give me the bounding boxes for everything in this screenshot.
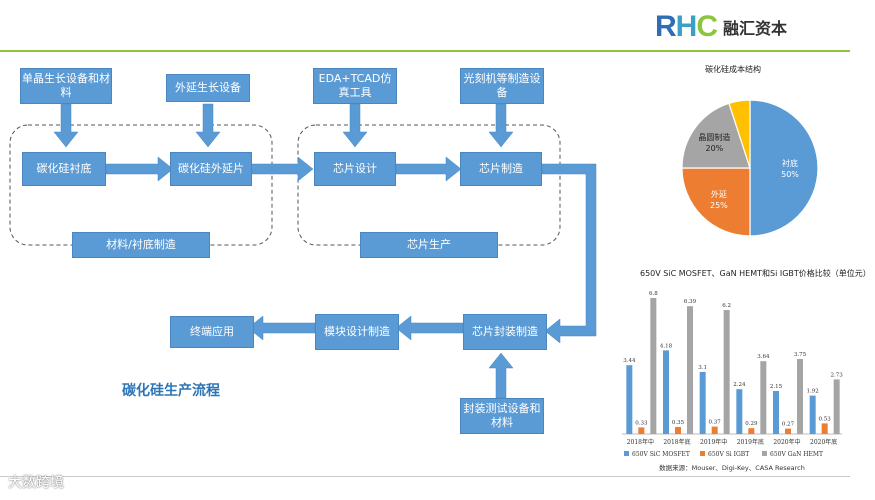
data-source-note: 数据来源：Mouser、Digi-Key、CASA Research	[659, 463, 805, 472]
arrow-down-4	[488, 103, 514, 148]
bar-2-4	[797, 359, 803, 434]
bar-value-label: 6.2	[722, 303, 731, 309]
arrow-down-3	[342, 103, 368, 148]
legend-swatch-0	[624, 451, 629, 456]
pie-title: 碳化硅成本结构	[705, 65, 761, 74]
group-label-chip: 芯片生产	[360, 232, 498, 258]
box-litho: 光刻机等制造设备	[460, 68, 544, 104]
pie-pct-2: 20%	[706, 144, 724, 153]
bar-1-0	[638, 427, 645, 434]
bar-2-3	[760, 361, 767, 434]
bar-0-1	[663, 350, 669, 434]
legend-label-1: 650V Si IGBT	[708, 451, 749, 458]
legend-label-2: 650V GaN HEMT	[770, 451, 823, 458]
footer-divider	[0, 476, 850, 477]
bar-value-label: 3.1	[698, 365, 707, 371]
bar-1-4	[785, 428, 791, 434]
bar-value-label: 0.53	[819, 416, 832, 422]
bar-0-2	[699, 372, 706, 434]
legend-swatch-2	[762, 451, 767, 456]
arrow-right-3	[395, 156, 462, 182]
bar-category-label: 2020年中	[773, 438, 800, 446]
bar-1-5	[821, 423, 828, 434]
bar-2-5	[833, 379, 840, 434]
box-module: 模块设计制造	[315, 314, 399, 350]
bar-value-label: 6.39	[684, 299, 697, 305]
bar-value-label: 2.73	[831, 372, 844, 378]
box-epi-equipment: 外延生长设备	[166, 74, 250, 102]
pie-label-0: 衬底	[782, 158, 798, 168]
bar-value-label: 2.24	[733, 382, 746, 388]
bar-chart-title: 650V SiC MOSFET、GaN HEMT和Si IGBT价格比较（单位元…	[640, 269, 871, 278]
bar-value-label: 3.64	[757, 354, 770, 360]
pie-pct-3: 5%	[704, 88, 717, 90]
bar-2-2	[723, 310, 730, 434]
box-chip-design: 芯片设计	[314, 152, 396, 186]
bar-value-label: 1.92	[807, 389, 819, 395]
box-epi-wafer: 碳化硅外延片	[170, 152, 252, 186]
bar-value-label: 4.18	[660, 343, 673, 349]
legend-swatch-1	[700, 451, 705, 456]
arrow-down-2	[195, 103, 221, 148]
pie-slice-0	[749, 99, 819, 237]
pie-slice-3	[728, 99, 751, 169]
bar-0-0	[626, 365, 633, 434]
bar-2-0	[650, 298, 657, 434]
logo-mark: RHC	[655, 10, 718, 43]
bar-value-label: 0.33	[635, 420, 648, 426]
bar-category-label: 2019年中	[700, 438, 727, 446]
bar-0-4	[773, 391, 779, 434]
arrow-down-1	[53, 103, 79, 148]
bar-0-3	[736, 389, 743, 434]
pie-slice-2	[681, 102, 751, 169]
box-terminal: 终端应用	[170, 316, 254, 348]
arrow-right-1	[105, 156, 174, 182]
arrow-right-2	[249, 156, 314, 182]
pie-label-1: 外延	[711, 189, 727, 199]
flow-title: 碳化硅生产流程	[122, 383, 220, 399]
bar-0-5	[809, 395, 816, 434]
box-eda: EDA+TCAD仿真工具	[313, 68, 397, 104]
logo-name: 融汇资本	[723, 19, 788, 38]
box-single-crystal: 单晶生长设备和材料	[20, 68, 112, 104]
watermark: 大数跨境	[8, 475, 64, 491]
pie-pct-1: 25%	[710, 201, 728, 210]
box-packaging: 芯片封装制造	[463, 314, 547, 350]
arrow-elbow	[541, 163, 597, 344]
box-chip-mfg: 芯片制造	[460, 152, 542, 186]
bar-value-label: 0.35	[672, 420, 685, 426]
box-substrate: 碳化硅衬底	[22, 152, 106, 186]
company-logo: RHC 融汇资本	[655, 10, 787, 44]
arrow-up	[488, 352, 514, 399]
bar-value-label: 0.37	[709, 420, 722, 426]
box-test-equipment: 封装测试设备和材料	[460, 398, 544, 434]
bar-value-label: 3.75	[794, 352, 807, 358]
bar-value-label: 0.27	[782, 422, 795, 428]
header-divider	[0, 50, 850, 52]
legend-label-0: 650V SiC MOSFET	[632, 451, 690, 458]
bar-value-label: 3.44	[623, 358, 636, 364]
bar-category-label: 2020年底	[810, 438, 837, 446]
arrow-left-2	[247, 315, 316, 341]
group-label-materials: 材料/衬底制造	[72, 232, 210, 258]
bar-value-label: 2.15	[770, 384, 783, 390]
price-bar-chart: 3.44 0.33 6.8 2018年中 4.18 0.35 6.39 2018年底 3.1 0.…	[622, 291, 844, 472]
bar-category-label: 2018年底	[663, 438, 690, 446]
pie-label-2: 晶圆制造	[698, 132, 730, 142]
pie-slice-1	[681, 167, 751, 237]
bar-category-label: 2019年底	[737, 438, 764, 446]
bar-1-1	[675, 427, 681, 434]
bar-2-1	[687, 306, 693, 434]
bar-value-label: 6.8	[649, 291, 658, 297]
bar-1-3	[748, 428, 755, 434]
bar-value-label: 0.29	[745, 421, 758, 427]
pie-pct-0: 50%	[781, 170, 799, 179]
bar-1-2	[711, 426, 718, 434]
arrow-left-1	[395, 315, 464, 341]
bar-category-label: 2018年中	[627, 438, 654, 446]
